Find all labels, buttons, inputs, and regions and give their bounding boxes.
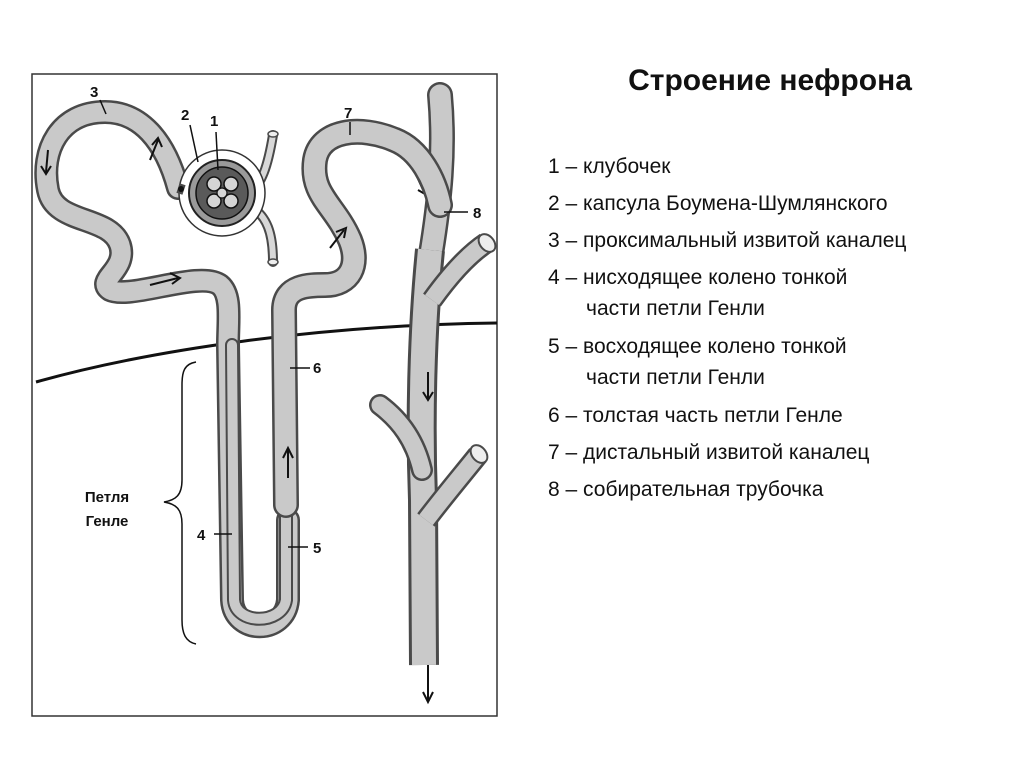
legend-item: 6 – толстая часть петли Генле <box>548 400 1018 431</box>
legend-item-text: 1 – клубочек <box>548 155 671 178</box>
legend-item-continuation: части петли Генли <box>586 297 765 320</box>
legend-item: 3 – проксимальный извитой каналец <box>548 225 1018 256</box>
legend-list: 1 – клубочек 2 – капсула Боумена-Шумлянс… <box>548 151 1018 511</box>
nephron-tubule <box>34 100 453 639</box>
legend-item-text: 7 – дистальный извитой каналец <box>548 441 870 464</box>
renal-corpuscle <box>176 130 279 267</box>
label-1: 1 <box>210 113 218 130</box>
loop-label-line1: Петля <box>85 489 129 506</box>
legend-item-text: 4 – нисходящее колено тонкой <box>548 266 848 289</box>
slide-title: Строение нефрона <box>628 64 912 97</box>
label-8: 8 <box>473 205 481 222</box>
legend-item: 8 – собирательная трубочка <box>548 474 1018 505</box>
label-6: 6 <box>313 360 321 377</box>
collecting-duct <box>369 82 497 705</box>
legend-item-continuation: части петли Генли <box>586 366 765 389</box>
legend-item-text: 8 – собирательная трубочка <box>548 478 824 501</box>
label-3: 3 <box>90 84 98 101</box>
legend-item: 4 – нисходящее колено тонкой части петли … <box>548 262 1018 324</box>
legend-item: 1 – клубочек <box>548 151 1018 182</box>
legend-item-text: 5 – восходящее колено тонкой <box>548 335 847 358</box>
diagram-frame <box>31 73 498 717</box>
legend-item: 2 – капсула Боумена-Шумлянского <box>548 188 1018 219</box>
legend-item-text: 2 – капсула Боумена-Шумлянского <box>548 192 888 215</box>
label-7: 7 <box>344 105 352 122</box>
legend-item-text: 6 – толстая часть петли Генле <box>548 404 843 427</box>
legend-item: 5 – восходящее колено тонкой части петли … <box>548 331 1018 393</box>
legend-item: 7 – дистальный извитой каналец <box>548 437 1018 468</box>
loop-label-line2: Генле <box>86 513 129 530</box>
label-4: 4 <box>197 527 206 544</box>
leader-lines <box>99 99 468 645</box>
label-2: 2 <box>181 107 189 124</box>
legend-item-text: 3 – проксимальный извитой каналец <box>548 229 907 252</box>
label-5: 5 <box>313 540 321 557</box>
